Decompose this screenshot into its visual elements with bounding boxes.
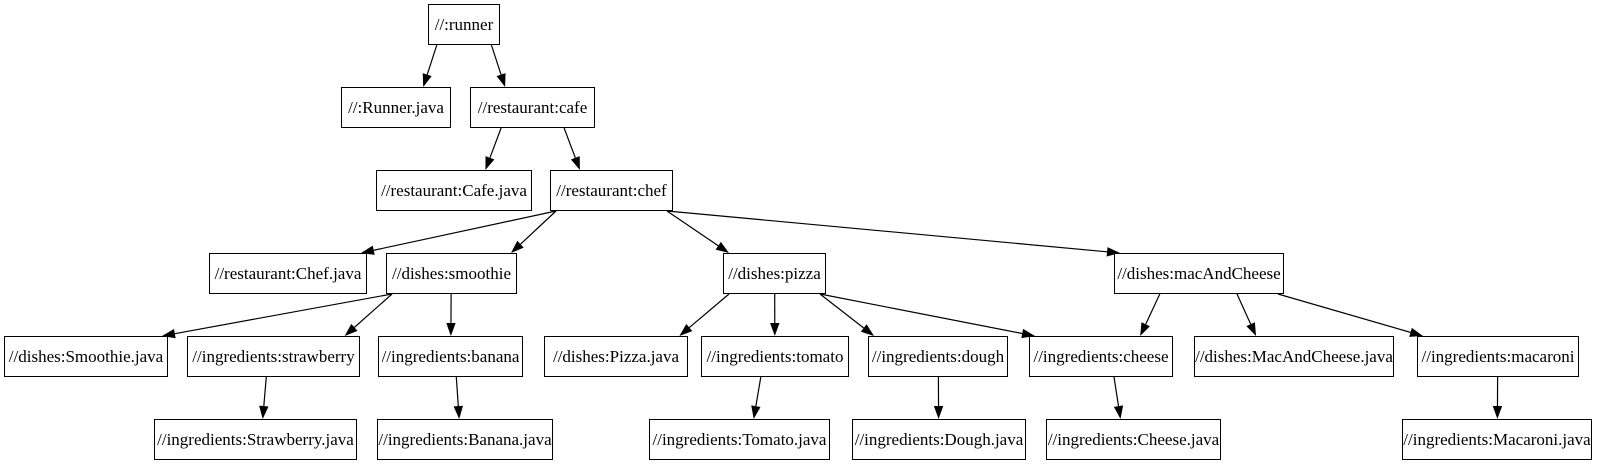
node-chef-java: //restaurant:Chef.java (209, 253, 367, 294)
node-pizza: //dishes:pizza (723, 253, 826, 294)
node-runner: //:runner (428, 4, 500, 45)
node-strawberry-java: //ingredients:Strawberry.java (154, 419, 357, 460)
node-strawberry: //ingredients:strawberry (187, 336, 360, 377)
node-tomato: //ingredients:tomato (701, 336, 849, 377)
node-pizza-java: //dishes:Pizza.java (544, 336, 688, 377)
node-runner-java: //:Runner.java (341, 87, 451, 128)
node-macaroni-java: //ingredients:Macaroni.java (1402, 419, 1592, 460)
node-cheese-java: //ingredients:Cheese.java (1046, 419, 1221, 460)
node-cafe: //restaurant:cafe (470, 87, 595, 128)
node-smoothie-java: //dishes:Smoothie.java (4, 336, 168, 377)
node-dough-java: //ingredients:Dough.java (852, 419, 1026, 460)
node-chef: //restaurant:chef (550, 170, 673, 211)
node-smoothie: //dishes:smoothie (386, 253, 517, 294)
node-cafe-java: //restaurant:Cafe.java (376, 170, 532, 211)
node-macaroni: //ingredients:macaroni (1417, 336, 1579, 377)
node-mac-and-cheese-java: //dishes:MacAndCheese.java (1194, 336, 1394, 377)
node-banana-java: //ingredients:Banana.java (377, 419, 553, 460)
node-tomato-java: //ingredients:Tomato.java (649, 419, 830, 460)
node-dough: //ingredients:dough (868, 336, 1008, 377)
node-cheese: //ingredients:cheese (1029, 336, 1173, 377)
node-banana: //ingredients:banana (378, 336, 523, 377)
node-mac-and-cheese: //dishes:macAndCheese (1114, 253, 1284, 294)
